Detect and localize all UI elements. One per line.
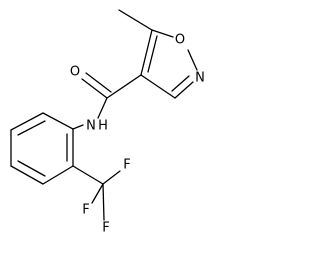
atom-label-amide-nitrogen: N <box>86 119 96 134</box>
bond-ar-inner-2 <box>17 160 46 177</box>
bond-carbonyl-double-b <box>85 72 112 93</box>
bond-n2-c3-double <box>171 75 190 92</box>
bond-c4-c5 <box>140 29 153 76</box>
atom-label-fluorine-bottom: F <box>102 221 109 236</box>
bond-c4-c5-double <box>147 35 158 73</box>
bond-n2-c3 <box>174 81 194 99</box>
carboxamide-group <box>72 72 142 130</box>
atom-label-fluorine-left: F <box>82 203 89 218</box>
bond-carbonyl-n <box>97 97 108 119</box>
bond-c4-carbonyl <box>106 74 142 99</box>
bond-carbonyl-double-a <box>81 78 108 99</box>
isoxazole-ring <box>140 29 198 99</box>
bond-ar-5 <box>42 165 74 185</box>
bond-ar-4 <box>10 165 44 185</box>
bond-n-aryl <box>72 124 84 130</box>
bond-ar-inner-1 <box>17 120 46 136</box>
atom-label-carbonyl-oxygen: O <box>70 65 80 80</box>
bond-c5-o1 <box>151 29 174 38</box>
bond-ar-2 <box>10 112 44 131</box>
bond-c-f-left <box>91 183 104 204</box>
atom-label-fluorine-top: F <box>123 158 130 173</box>
atom-label-ring-oxygen: O <box>175 33 185 48</box>
bond-ar-cf3 <box>72 165 104 185</box>
bond-c-f-bottom <box>102 183 105 221</box>
bond-c3-c4 <box>140 74 176 99</box>
trifluoromethyl-group <box>72 165 121 221</box>
atom-label-amide-hydrogen: H <box>98 119 108 134</box>
atom-label-ring-nitrogen: N <box>195 71 205 86</box>
bond-ar-1 <box>42 112 74 130</box>
bond-methyl <box>118 9 153 31</box>
chemical-structure-diagram: O N O N H F F F <box>10 9 205 236</box>
benzene-ring <box>10 112 74 185</box>
bond-o1-n2 <box>187 49 198 71</box>
bond-c-f-top <box>102 170 121 185</box>
